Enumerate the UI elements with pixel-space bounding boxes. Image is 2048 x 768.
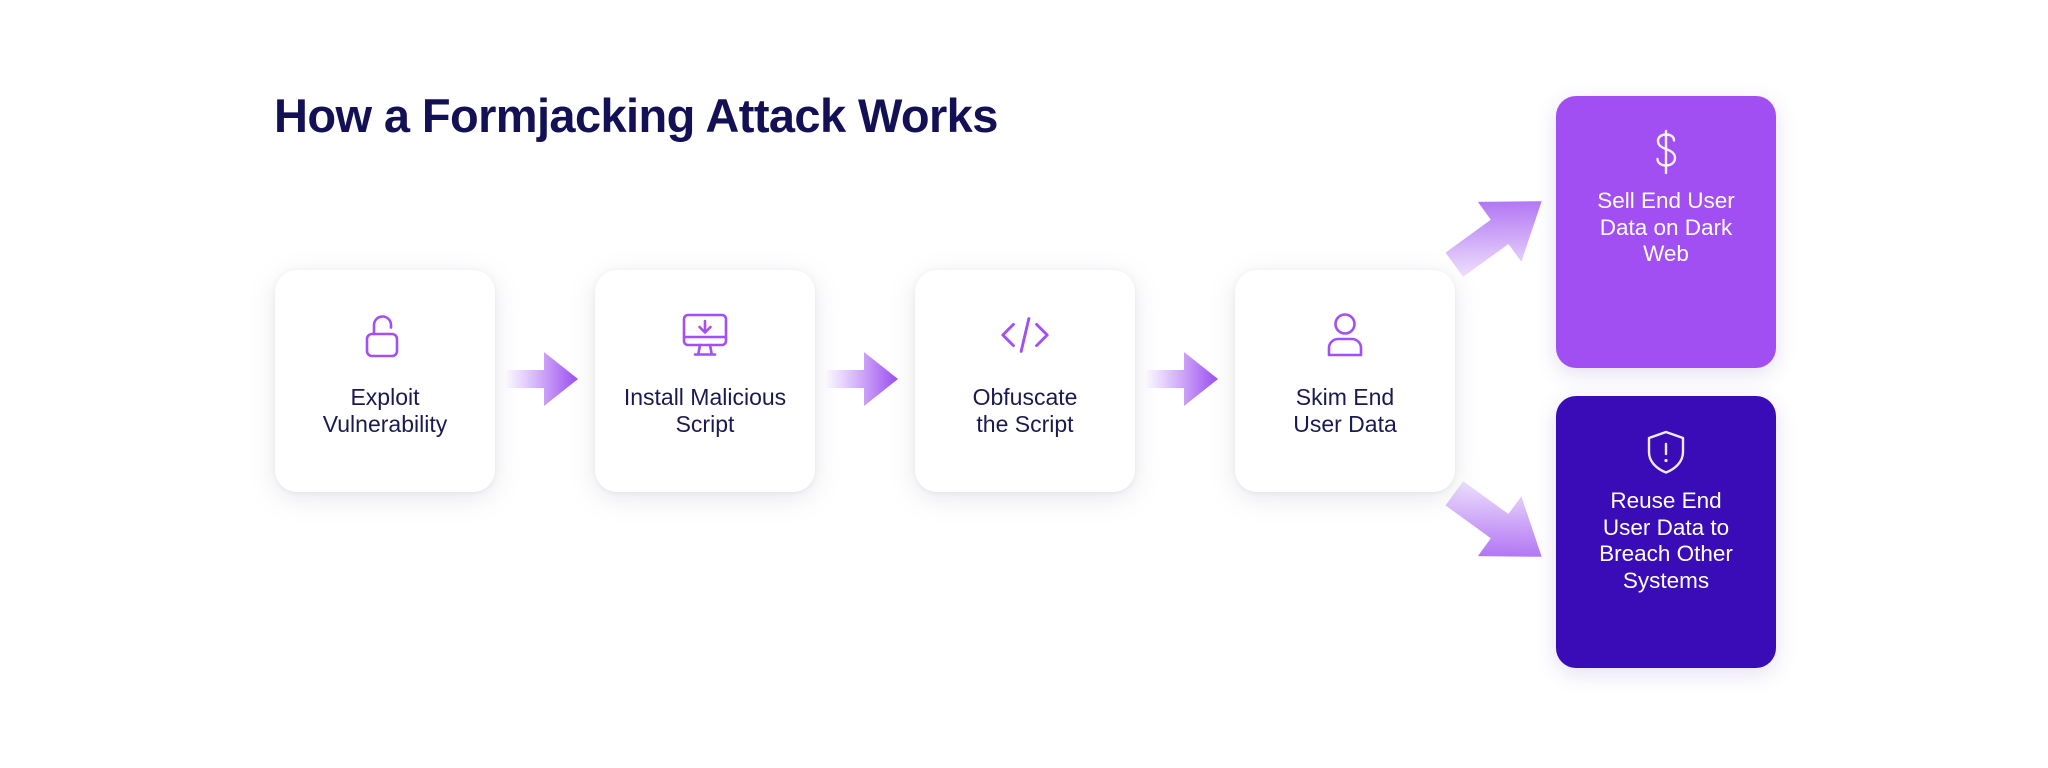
monitor-download-icon [678,308,732,362]
step-card-exploit-vulnerability: Exploit Vulnerability [275,270,495,492]
outcome-box-label: Sell End User Data on Dark Web [1597,188,1735,267]
arrow-step-1-to-2 [506,348,578,415]
user-icon [1318,308,1372,362]
outcome-box-reuse-end-user-data: Reuse End User Data to Breach Other Syst… [1556,396,1776,668]
outcome-box-sell-end-user-data: Sell End User Data on Dark Web [1556,96,1776,368]
step-card-label: Install Malicious Script [623,384,787,437]
step-card-install-malicious-script: Install Malicious Script [595,270,815,492]
step-card-skim-end-user-data: Skim End User Data [1235,270,1455,492]
arrow-step-3-to-4 [1146,348,1218,415]
page-title: How a Formjacking Attack Works [274,89,998,142]
shield-alert-icon [1644,430,1688,474]
step-card-label: Obfuscate the Script [972,384,1078,437]
step-card-label: Exploit Vulnerability [322,384,448,437]
code-brackets-icon [998,308,1052,362]
arrow-to-sell-data [1438,178,1558,293]
dollar-sign-icon [1644,129,1688,175]
step-card-label: Skim End User Data [1293,384,1397,437]
arrow-to-reuse-data [1438,470,1558,585]
arrow-step-2-to-3 [826,348,898,415]
unlock-icon [358,308,412,362]
outcome-box-label: Reuse End User Data to Breach Other Syst… [1599,488,1733,593]
step-card-obfuscate-the-script: Obfuscate the Script [915,270,1135,492]
